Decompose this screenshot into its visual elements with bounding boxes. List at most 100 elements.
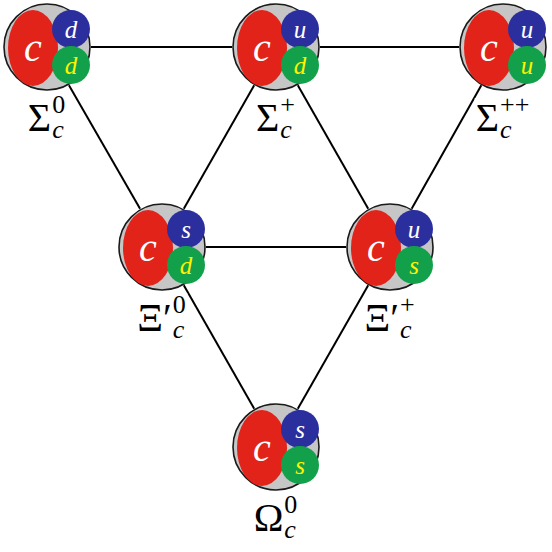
light-quark: d <box>281 46 319 84</box>
light-quark: d <box>52 46 90 84</box>
charge-superscript: + <box>400 293 415 318</box>
baryon-disc <box>233 4 319 90</box>
quark-shape <box>167 246 205 284</box>
quark-shape <box>52 10 90 48</box>
quark-shape <box>8 10 58 86</box>
quark-letter: u <box>521 17 534 42</box>
quark-shape <box>237 10 287 86</box>
light-quark: u <box>508 10 546 48</box>
index-stack: 0c <box>284 493 299 542</box>
flavour-subscript: c <box>400 318 412 343</box>
connector-line <box>412 85 482 208</box>
quark-shape <box>52 46 90 84</box>
quark-letter: c <box>24 28 42 68</box>
light-quark: s <box>281 410 319 448</box>
quark-shape <box>281 10 319 48</box>
flavour-subscript: c <box>280 118 292 143</box>
charge-superscript: 0 <box>52 93 65 118</box>
particle-symbol: Σ <box>27 98 52 138</box>
charge-superscript: 0 <box>173 293 186 318</box>
light-quark: u <box>395 210 433 248</box>
quark-shape <box>508 46 546 84</box>
quark-shape <box>237 410 287 486</box>
quark-shape <box>464 10 514 86</box>
connector-line <box>298 285 368 409</box>
baryon-circle: csdΞ′0c <box>118 203 206 291</box>
flavour-subscript: c <box>173 318 185 343</box>
quark-letter: s <box>295 417 305 442</box>
index-stack: +c <box>280 93 297 142</box>
baryon-disc <box>4 4 90 90</box>
baryon-disc <box>233 404 319 490</box>
quark-letter: s <box>295 453 305 478</box>
quark-letter: s <box>409 253 419 278</box>
quark-shape <box>281 446 319 484</box>
connector-line <box>184 85 254 209</box>
flavour-subscript: c <box>52 118 64 143</box>
charm-quark: c <box>237 410 287 486</box>
baryon-label: Σ+c <box>255 93 297 142</box>
quark-letter: c <box>139 228 157 268</box>
particle-symbol: Ξ′ <box>136 298 172 338</box>
quark-letter: c <box>480 28 498 68</box>
quark-shape <box>123 210 173 286</box>
light-quark: s <box>167 210 205 248</box>
quark-letter: d <box>65 53 78 78</box>
baryon-disc <box>347 204 433 290</box>
baryon-disc <box>460 4 546 90</box>
charge-superscript: ++ <box>500 93 529 118</box>
light-quark: d <box>167 246 205 284</box>
particle-symbol: Ξ′ <box>363 298 399 338</box>
charm-quark: c <box>464 10 514 86</box>
quark-shape <box>167 210 205 248</box>
quark-letter: c <box>367 228 385 268</box>
flavour-subscript: c <box>500 118 512 143</box>
baryon-disc <box>119 204 205 290</box>
quark-shape <box>395 246 433 284</box>
particle-symbol: Σ <box>475 98 500 138</box>
connector-line <box>91 46 232 48</box>
charm-quark: c <box>237 10 287 86</box>
baryon-circle: cusΞ′+c <box>346 203 434 291</box>
baryon-label: Ξ′+c <box>363 293 416 342</box>
quark-letter: c <box>253 28 271 68</box>
charge-superscript: + <box>280 93 295 118</box>
baryon-label: Σ++c <box>475 93 532 142</box>
particle-symbol: Σ <box>255 98 280 138</box>
quark-letter: s <box>181 217 191 242</box>
light-quark: u <box>508 46 546 84</box>
connector-line <box>298 85 368 209</box>
quark-letter: d <box>294 53 307 78</box>
baryon-circle: cudΣ+c <box>232 3 320 91</box>
connector-line <box>184 285 254 409</box>
quark-shape <box>281 410 319 448</box>
index-stack: ++c <box>500 93 531 142</box>
baryon-label: Ξ′0c <box>136 293 187 342</box>
baryon-circle: cuuΣ++c <box>459 3 547 91</box>
connector-line <box>69 85 140 209</box>
charm-quark: c <box>351 210 401 286</box>
quark-letter: d <box>180 253 193 278</box>
quark-letter: d <box>65 17 78 42</box>
index-stack: 0c <box>173 293 188 342</box>
charm-quark: c <box>123 210 173 286</box>
quark-letter: u <box>294 17 307 42</box>
quark-letter: c <box>253 428 271 468</box>
charge-superscript: 0 <box>284 493 297 518</box>
quark-letter: u <box>521 53 534 78</box>
baryon-label: Ω0c <box>253 493 300 542</box>
particle-symbol: Ω <box>253 498 285 538</box>
charm-quark: c <box>8 10 58 86</box>
light-quark: u <box>281 10 319 48</box>
quark-shape <box>395 210 433 248</box>
index-stack: 0c <box>52 93 67 142</box>
light-quark: s <box>395 246 433 284</box>
baryon-label: Σ0c <box>27 93 67 142</box>
quark-shape <box>508 10 546 48</box>
connector-line <box>320 46 459 48</box>
quark-shape <box>351 210 401 286</box>
connector-line <box>206 246 346 248</box>
baryon-circle: cddΣ0c <box>3 3 91 91</box>
index-stack: +c <box>400 293 417 342</box>
